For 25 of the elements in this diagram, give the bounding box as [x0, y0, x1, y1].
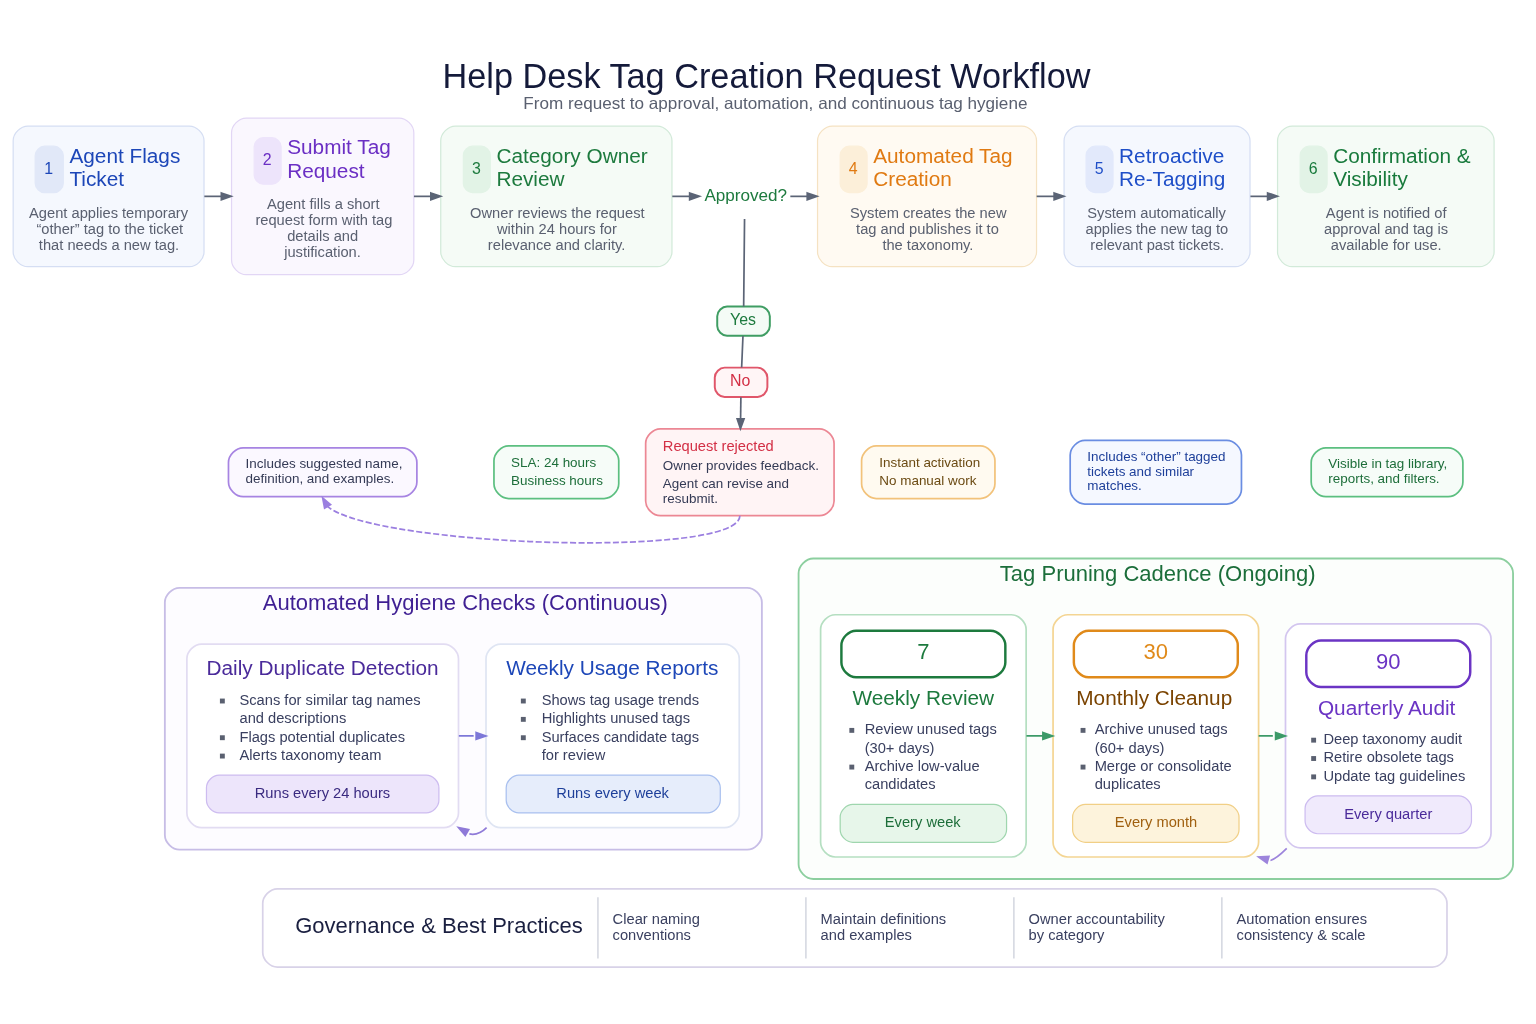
- arrow: [1256, 847, 1288, 865]
- node-box: Weekly Usage Reports Shows tag usage trends Highlights unused tags Surfaces candidate tags for review Runs every week: [485, 643, 741, 829]
- node-box: 90 Quarterly Audit Deep taxonomy audit Retire obsolete tags Update tag guidelines Every quarter: [1284, 623, 1492, 849]
- node-box: 7 Weekly Review Review unused tags (30+ days) Archive low-value candidates Every week: [819, 613, 1027, 858]
- node-box: Request rejected Owner provides feedback. Agent can revise and resubmit.: [644, 427, 835, 517]
- node-box: Includes “other” tagged tickets and similar matches.: [1069, 439, 1243, 505]
- node-box: SLA: 24 hours Business hours: [493, 445, 620, 500]
- node-box: Yes: [716, 305, 771, 337]
- connector: [742, 218, 746, 308]
- arrow: [735, 396, 746, 432]
- node-box: No: [713, 366, 769, 398]
- node-box: 30 Monthly Cleanup Archive unused tags (60+ days) Merge or consolidate duplicates Every month: [1052, 613, 1260, 858]
- node-box: Governance & Best Practices Clear naming conventions Maintain definitions and examples Owner accountability by category Automation ensures consistency & scale: [261, 887, 1448, 968]
- node-box: Daily Duplicate Detection Scans for similar tag names and descriptions Flags potential duplicates Alerts taxonomy team Runs every 24 hours: [186, 643, 460, 829]
- connector: [740, 335, 744, 369]
- arrow: [457, 731, 489, 741]
- node-box: Instant activation No manual work: [860, 445, 996, 500]
- arrow: [1025, 731, 1056, 741]
- arrow: [456, 826, 488, 837]
- diagram-title: Help Desk Tag Creation Request Workflow: [442, 56, 1091, 95]
- node-box: Visible in tag library, reports, and filters.: [1310, 446, 1464, 498]
- node-box: Includes suggested name, definition, and examples.: [227, 446, 418, 498]
- arrow: [1257, 731, 1288, 741]
- arrow: [321, 495, 741, 544]
- node-text: Approved?: [704, 185, 788, 205]
